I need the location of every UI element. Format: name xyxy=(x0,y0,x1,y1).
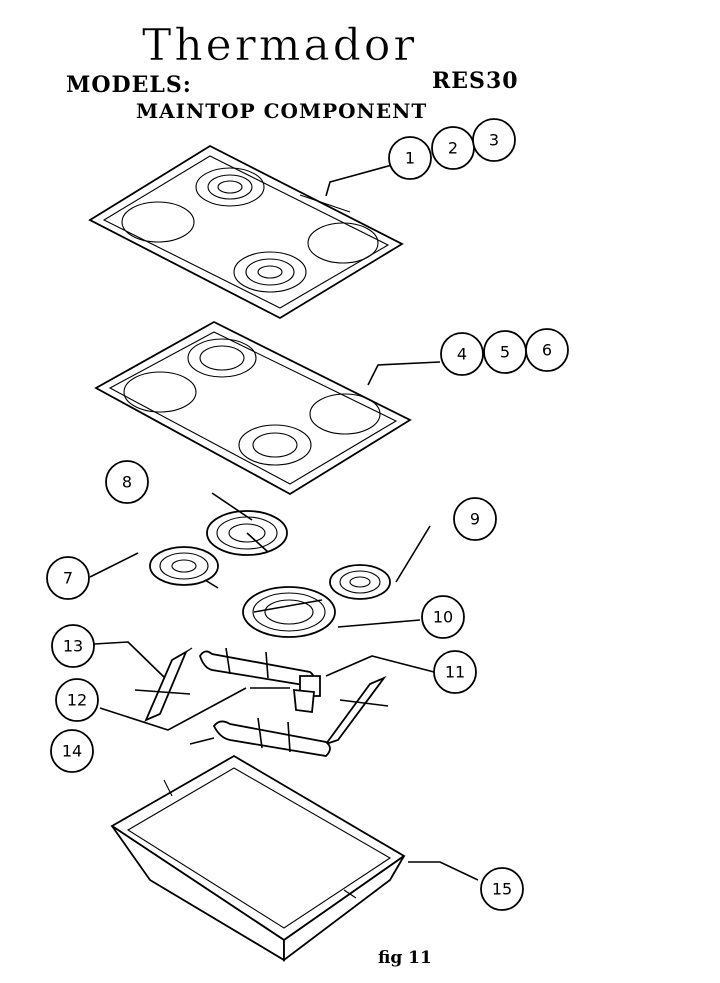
callout-11: 11 xyxy=(433,650,477,694)
switch-assembly-14 xyxy=(212,717,331,757)
svg-text:10: 10 xyxy=(433,608,453,627)
svg-text:13: 13 xyxy=(63,637,83,656)
callout-4: 4 xyxy=(440,332,484,376)
switch-assembly xyxy=(199,647,321,714)
leader-line-13 xyxy=(93,641,166,679)
model-number: RES30 xyxy=(432,68,519,94)
svg-text:1: 1 xyxy=(405,149,415,168)
svg-text:9: 9 xyxy=(470,510,480,529)
heating-element-7 xyxy=(149,546,219,589)
svg-text:15: 15 xyxy=(492,880,512,899)
switch-bracket-right xyxy=(323,675,389,746)
callout-14: 14 xyxy=(50,729,94,773)
burner-box-15 xyxy=(110,754,406,962)
callout-7: 7 xyxy=(46,556,90,600)
leader-line-8 xyxy=(211,492,253,521)
callout-2: 2 xyxy=(431,126,475,170)
svg-text:14: 14 xyxy=(62,742,82,761)
leader-line-9 xyxy=(395,525,431,583)
svg-text:6: 6 xyxy=(542,341,552,360)
leader-line-10 xyxy=(337,619,421,628)
leader-line-14 xyxy=(189,737,215,745)
callout-15: 15 xyxy=(480,867,524,911)
leader-line-4 xyxy=(367,361,441,386)
callout-6: 6 xyxy=(525,328,569,372)
heating-element-9 xyxy=(329,564,391,600)
section-title: MAINTOP COMPONENT xyxy=(136,99,427,123)
callout-10: 10 xyxy=(421,595,465,639)
callout-12: 12 xyxy=(55,678,99,722)
leader-line-7 xyxy=(89,552,139,578)
svg-text:3: 3 xyxy=(489,131,499,150)
callout-9: 9 xyxy=(453,497,497,541)
svg-text:8: 8 xyxy=(122,473,132,492)
heating-element-10 xyxy=(242,586,336,638)
svg-text:12: 12 xyxy=(67,691,87,710)
heating-element-8 xyxy=(206,510,288,556)
brand-title: Thermador xyxy=(142,20,417,71)
figure-label: fig 11 xyxy=(378,948,432,968)
svg-text:7: 7 xyxy=(63,569,73,588)
leader-line-15 xyxy=(408,861,479,881)
callout-5: 5 xyxy=(483,330,527,374)
svg-text:5: 5 xyxy=(500,343,510,362)
models-label: MODELS: xyxy=(66,72,192,98)
switch-bracket-13 xyxy=(134,647,193,722)
leader-line-11 xyxy=(325,655,435,677)
leader-line-12 xyxy=(99,687,247,731)
callout-13: 13 xyxy=(51,624,95,668)
glass-top-upper xyxy=(88,144,404,320)
callout-3: 3 xyxy=(472,118,516,162)
svg-text:4: 4 xyxy=(457,345,467,364)
leader-line-1 xyxy=(325,164,393,197)
svg-text:2: 2 xyxy=(448,139,458,158)
callout-1: 1 xyxy=(388,136,432,180)
callout-8: 8 xyxy=(105,460,149,504)
svg-text:11: 11 xyxy=(445,663,465,682)
glass-top-lower xyxy=(94,320,412,496)
